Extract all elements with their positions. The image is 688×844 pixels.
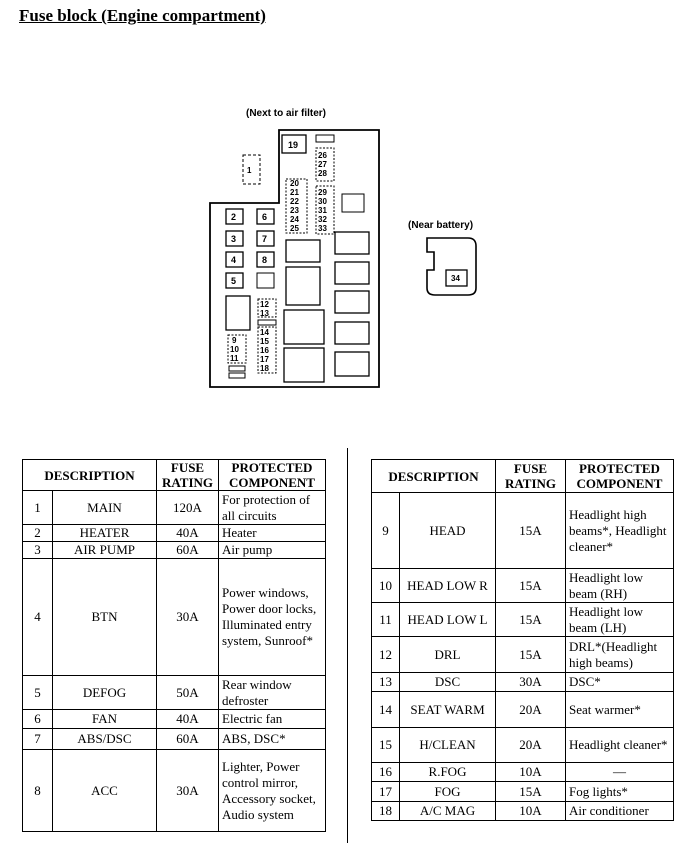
fuse-column-20-25: 20 21 22 23 24 25 xyxy=(285,178,308,234)
fuse-24-label: 24 xyxy=(290,215,299,224)
relay-right-1 xyxy=(334,231,370,255)
fuse-column-12-18: 12 13 14 15 16 17 18 xyxy=(257,298,277,374)
fuse-column-6-8: 6 7 8 xyxy=(256,208,275,289)
fuse-25-label: 25 xyxy=(290,224,299,233)
relay-small-top xyxy=(341,193,365,213)
fuse-16-label: 16 xyxy=(260,346,269,355)
fuse-34-label: 34 xyxy=(451,274,460,283)
label-near-battery: (Near battery) xyxy=(408,220,473,231)
fuse-column-29-33: 29 30 31 32 33 xyxy=(315,185,335,235)
table-row: 13 DSC 30A DSC* xyxy=(371,672,674,692)
relay-mid-1 xyxy=(285,239,321,263)
table-row: 10 HEAD LOW R 15A Headlight low beam (RH… xyxy=(371,568,674,603)
fuse-34 xyxy=(445,269,468,287)
table-row: 9 HEAD 15A Headlight high beams*, Headli… xyxy=(371,492,674,569)
fuse-15-label: 15 xyxy=(260,337,269,346)
fuse-33-label: 33 xyxy=(318,224,327,233)
relay-right-3 xyxy=(334,290,370,314)
fuse-column-2-5: 2 3 4 5 xyxy=(225,208,244,289)
fuse-column-9-11: 9 10 11 xyxy=(227,334,247,379)
fuse-26-label: 26 xyxy=(318,151,327,160)
table-row: 3 AIR PUMP 60A Air pump xyxy=(22,541,326,559)
fuse-7-label: 7 xyxy=(262,234,267,244)
fuse-3-label: 3 xyxy=(231,234,236,244)
fuse-1-label: 1 xyxy=(247,166,252,175)
table-row: 5 DEFOG 50A Rear window defroster xyxy=(22,675,326,710)
table-row: 17 FOG 15A Fog lights* xyxy=(371,781,674,802)
table-row: 7 ABS/DSC 60A ABS, DSC* xyxy=(22,728,326,750)
fuse-6-label: 6 xyxy=(262,212,267,222)
relay-right-2 xyxy=(334,261,370,285)
fuse-17-label: 17 xyxy=(260,355,269,364)
battery-fuse-outline xyxy=(426,237,477,296)
table-row: 18 A/C MAG 10A Air conditioner xyxy=(371,801,674,821)
fuse-1 xyxy=(242,154,261,185)
relay-mid-2 xyxy=(285,266,321,306)
fuse-2-label: 2 xyxy=(231,212,236,222)
fuse-block-outline xyxy=(209,129,380,388)
table-row: 14 SEAT WARM 20A Seat warmer* xyxy=(371,691,674,728)
fuse-22-label: 22 xyxy=(290,197,299,206)
fuse-column-26-28: 26 27 28 xyxy=(315,134,335,182)
relay-right-5 xyxy=(334,351,370,377)
table-divider xyxy=(347,448,348,843)
fuse-14-label: 14 xyxy=(260,328,269,337)
fuse-block-diagram: (Next to air filter) 1 19 20 21 22 23 24… xyxy=(209,108,477,388)
fuse-30-label: 30 xyxy=(318,197,327,206)
table-row: 12 DRL 15A DRL*(Headlight high beams) xyxy=(371,636,674,673)
fuse-31-label: 31 xyxy=(318,206,327,215)
table-row: 2 HEATER 40A Heater xyxy=(22,524,326,542)
relay-mid-3 xyxy=(283,309,325,345)
label-next-to-air-filter: (Next to air filter) xyxy=(246,108,326,119)
fuse-10-label: 10 xyxy=(230,345,239,354)
relay-left-lower xyxy=(225,295,251,331)
fuse-8-label: 8 xyxy=(262,255,267,265)
table-row: 8 ACC 30A Lighter, Power control mirror,… xyxy=(22,749,326,832)
fuse-29-label: 29 xyxy=(318,188,327,197)
fuse-32-label: 32 xyxy=(318,215,327,224)
fuse-18-label: 18 xyxy=(260,364,269,373)
header-description: DESCRIPTION xyxy=(22,459,157,491)
fuse-19-label: 19 xyxy=(288,140,298,150)
fuse-12-label: 12 xyxy=(260,300,269,309)
fuse-19 xyxy=(281,134,307,154)
fuse-9-label: 9 xyxy=(232,336,237,345)
fuse-23-label: 23 xyxy=(290,206,299,215)
table-row: 16 R.FOG 10A — xyxy=(371,762,674,782)
fuse-27-label: 27 xyxy=(318,160,327,169)
table-row: 6 FAN 40A Electric fan xyxy=(22,709,326,729)
table-row: 4 BTN 30A Power windows, Power door lock… xyxy=(22,558,326,676)
fuse-20-label: 20 xyxy=(290,179,299,188)
fuse-11-label: 11 xyxy=(230,354,239,363)
fuse-5-label: 5 xyxy=(231,276,236,286)
relay-right-4 xyxy=(334,321,370,345)
header-description: DESCRIPTION xyxy=(371,459,496,493)
table-row: 15 H/CLEAN 20A Headlight cleaner* xyxy=(371,727,674,763)
table-row: 11 HEAD LOW L 15A Headlight low beam (LH… xyxy=(371,602,674,637)
fuse-21-label: 21 xyxy=(290,188,299,197)
page-title: Fuse block (Engine compartment) xyxy=(19,6,266,25)
relay-mid-4 xyxy=(283,347,325,383)
fuse-28-label: 28 xyxy=(318,169,327,178)
fuse-13-label: 13 xyxy=(260,309,269,318)
fuse-4-label: 4 xyxy=(231,255,236,265)
table-row: 1 MAIN 120A For protection of all circui… xyxy=(22,490,326,525)
